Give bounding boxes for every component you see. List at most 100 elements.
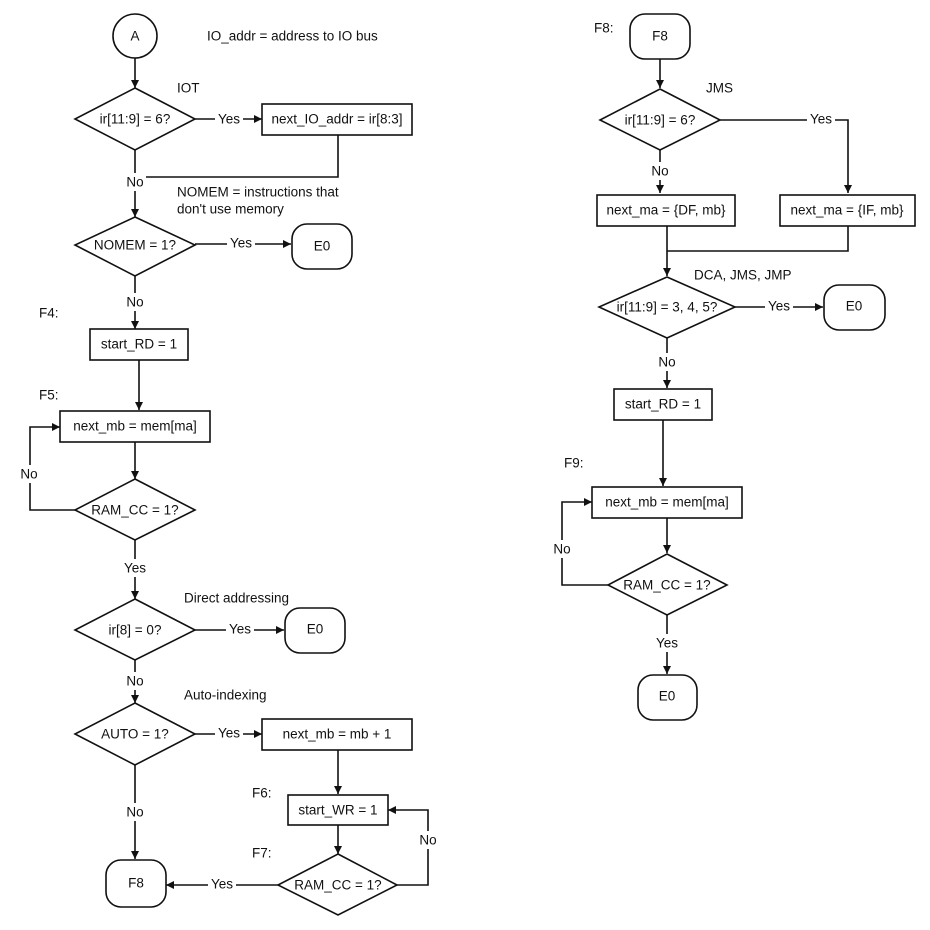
svg-text:No: No <box>126 175 143 190</box>
state-label-f8: F8: <box>594 21 614 36</box>
process-next-ma-df: next_ma = {DF, mb} <box>596 194 736 227</box>
process-next-mb-f9: next_mb = mem[ma] <box>591 486 743 519</box>
svg-text:RAM_CC = 1?: RAM_CC = 1? <box>91 503 178 518</box>
decision-iot: ir[11:9] = 6? <box>73 87 197 151</box>
edge-jms-yes <box>720 119 852 193</box>
svg-text:No: No <box>419 833 436 848</box>
svg-text:Yes: Yes <box>124 561 146 576</box>
state-label-f4: F4: <box>39 306 59 321</box>
svg-text:next_IO_addr = ir[8:3]: next_IO_addr = ir[8:3] <box>272 112 403 127</box>
edge-labels: Yes No Yes No No Yes Yes No Yes No No Ye… <box>18 110 835 893</box>
annotation-nomem-line1: NOMEM = instructions that <box>177 185 339 200</box>
svg-text:E0: E0 <box>307 622 324 637</box>
process-io-addr: next_IO_addr = ir[8:3] <box>261 103 413 136</box>
svg-text:next_mb = mem[ma]: next_mb = mem[ma] <box>605 495 728 510</box>
svg-text:Yes: Yes <box>211 877 233 892</box>
state-label-f7: F7: <box>252 846 272 861</box>
decision-jms: ir[11:9] = 6? <box>598 88 722 151</box>
svg-text:E0: E0 <box>314 239 331 254</box>
svg-text:Yes: Yes <box>768 299 790 314</box>
svg-text:Yes: Yes <box>229 622 251 637</box>
edge-ioaddr-merge <box>135 135 339 178</box>
terminal-e0-dca: E0 <box>823 284 886 331</box>
svg-text:F8: F8 <box>652 29 668 44</box>
process-start-wr: start_WR = 1 <box>287 794 389 826</box>
svg-text:No: No <box>126 295 143 310</box>
start-node-a: A <box>112 13 158 59</box>
process-next-mb-inc: next_mb = mb + 1 <box>261 718 413 751</box>
edge-label-yes: Yes <box>215 724 243 742</box>
svg-text:next_ma = {IF, mb}: next_ma = {IF, mb} <box>791 203 904 218</box>
edge-label-no: No <box>18 465 40 483</box>
edge-label-yes: Yes <box>121 559 149 577</box>
svg-text:Yes: Yes <box>218 112 240 127</box>
annotation-dca-jms-jmp: DCA, JMS, JMP <box>694 268 792 283</box>
svg-text:No: No <box>553 542 570 557</box>
process-next-mb-f5: next_mb = mem[ma] <box>59 410 211 443</box>
edge-label-yes: Yes <box>227 234 255 252</box>
state-label-f5: F5: <box>39 388 59 403</box>
process-next-ma-if: next_ma = {IF, mb} <box>779 194 916 227</box>
svg-text:ir[8] = 0?: ir[8] = 0? <box>109 623 162 638</box>
svg-text:No: No <box>126 805 143 820</box>
annotation-direct-addressing: Direct addressing <box>184 591 289 606</box>
svg-text:Yes: Yes <box>218 726 240 741</box>
svg-text:start_WR = 1: start_WR = 1 <box>298 803 377 818</box>
edge-label-yes: Yes <box>765 297 793 315</box>
edge-label-no: No <box>649 162 671 180</box>
svg-text:RAM_CC = 1?: RAM_CC = 1? <box>623 578 710 593</box>
svg-text:F8: F8 <box>128 876 144 891</box>
svg-text:ir[11:9] = 6?: ir[11:9] = 6? <box>625 113 696 128</box>
edge-label-no: No <box>124 803 146 821</box>
annotation-jms: JMS <box>706 81 733 96</box>
edge-label-yes: Yes <box>653 634 681 652</box>
edge-label-yes: Yes <box>215 110 243 128</box>
svg-text:next_mb = mb + 1: next_mb = mb + 1 <box>283 727 392 742</box>
svg-text:Yes: Yes <box>656 636 678 651</box>
svg-text:A: A <box>130 29 139 44</box>
svg-text:next_ma = {DF, mb}: next_ma = {DF, mb} <box>607 203 726 218</box>
edge-label-no: No <box>417 831 439 849</box>
svg-text:No: No <box>651 164 668 179</box>
edge-label-yes: Yes <box>208 875 236 893</box>
edge-label-yes: Yes <box>807 110 835 128</box>
edge-label-no: No <box>124 672 146 690</box>
decision-ram-cc-f9: RAM_CC = 1? <box>606 553 729 616</box>
annotations: IO_addr = address to IO bus IOT NOMEM = … <box>39 21 792 861</box>
svg-text:AUTO = 1?: AUTO = 1? <box>101 727 169 742</box>
annotation-nomem-line2: don't use memory <box>177 202 284 217</box>
svg-text:start_RD = 1: start_RD = 1 <box>625 397 701 412</box>
edge-label-yes: Yes <box>226 620 254 638</box>
state-label-f6: F6: <box>252 786 272 801</box>
process-start-rd-right: start_RD = 1 <box>613 388 713 421</box>
process-start-rd-f4: start_RD = 1 <box>89 328 189 361</box>
decision-ir8: ir[8] = 0? <box>73 598 197 661</box>
svg-text:NOMEM = 1?: NOMEM = 1? <box>94 238 176 253</box>
decision-ram-cc-f5: RAM_CC = 1? <box>73 478 197 541</box>
svg-text:No: No <box>658 355 675 370</box>
svg-text:RAM_CC = 1?: RAM_CC = 1? <box>294 878 381 893</box>
svg-text:No: No <box>20 467 37 482</box>
svg-text:ir[11:9] = 3, 4, 5?: ir[11:9] = 3, 4, 5? <box>617 300 718 315</box>
svg-text:E0: E0 <box>846 299 863 314</box>
terminal-f8-left: F8 <box>105 859 167 908</box>
svg-text:Yes: Yes <box>230 236 252 251</box>
nodes: A ir[11:9] = 6? NOMEM = 1? RAM_CC = 1? i… <box>59 13 916 916</box>
svg-text:ir[11:9] = 6?: ir[11:9] = 6? <box>100 112 171 127</box>
svg-text:next_mb = mem[ma]: next_mb = mem[ma] <box>73 419 196 434</box>
terminal-f8-right: F8 <box>629 13 691 60</box>
terminal-e0-f9: E0 <box>637 674 698 721</box>
decision-nomem: NOMEM = 1? <box>73 216 197 277</box>
edge-label-no: No <box>551 540 573 558</box>
state-label-f9: F9: <box>564 456 584 471</box>
connectors <box>29 58 852 889</box>
edge-if-merge <box>667 226 849 252</box>
edge-label-no: No <box>656 353 678 371</box>
svg-text:No: No <box>126 674 143 689</box>
svg-text:start_RD = 1: start_RD = 1 <box>101 337 177 352</box>
terminal-e0-nomem: E0 <box>291 223 353 270</box>
decision-ram-cc-f7: RAM_CC = 1? <box>276 853 399 916</box>
annotation-io-addr: IO_addr = address to IO bus <box>207 29 378 44</box>
